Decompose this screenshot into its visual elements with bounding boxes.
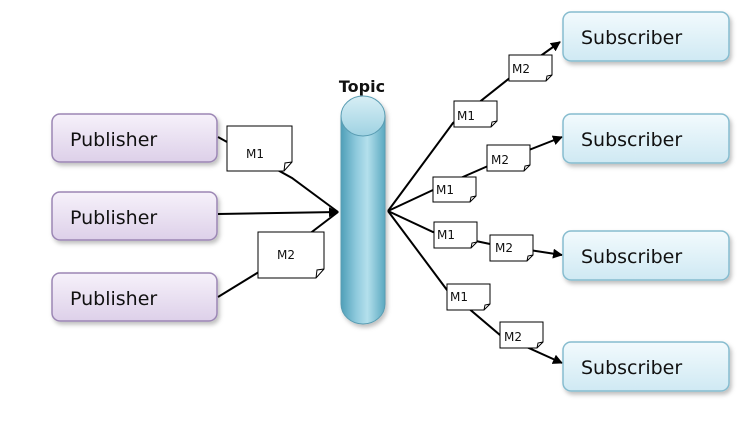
publisher-label: Publisher bbox=[70, 207, 157, 229]
subscriber-connectors bbox=[387, 41, 563, 364]
message-label: M1 bbox=[437, 228, 455, 242]
connector-subscriber-4 bbox=[387, 210, 563, 364]
message-document: M1 bbox=[453, 100, 498, 128]
subscriber-label: Subscriber bbox=[581, 246, 682, 268]
message-label: M2 bbox=[491, 153, 509, 167]
topic-cylinder bbox=[340, 95, 386, 325]
publisher-label: Publisher bbox=[70, 288, 157, 310]
subscriber-label: Subscriber bbox=[581, 27, 682, 49]
message-label: M1 bbox=[246, 147, 264, 161]
subscriber-box bbox=[562, 341, 730, 392]
subscriber-label: Subscriber bbox=[581, 357, 682, 379]
message-document: M2 bbox=[489, 234, 534, 262]
publisher-box bbox=[51, 191, 218, 241]
subscriber-label: Subscriber bbox=[581, 129, 682, 151]
message-document: M1 bbox=[226, 125, 293, 172]
message-document: M1 bbox=[446, 283, 491, 311]
subscriber-box bbox=[562, 113, 730, 164]
message-label: M2 bbox=[495, 241, 513, 255]
message-label: M2 bbox=[504, 330, 522, 344]
message-document: M1 bbox=[433, 221, 478, 249]
message-label: M1 bbox=[457, 109, 475, 123]
message-document: M2 bbox=[486, 144, 531, 172]
message-document: M2 bbox=[499, 321, 544, 349]
publisher-label: Publisher bbox=[70, 129, 157, 151]
message-document: M2 bbox=[257, 231, 325, 279]
publisher-box bbox=[51, 113, 218, 163]
publisher-box bbox=[51, 272, 218, 322]
connector-publisher-2 bbox=[217, 207, 339, 218]
subscriber-box bbox=[562, 230, 730, 281]
message-label: M2 bbox=[512, 62, 530, 76]
message-document: M1 bbox=[432, 176, 477, 203]
message-label: M2 bbox=[277, 248, 295, 262]
subscriber-box bbox=[562, 11, 730, 62]
message-label: M1 bbox=[450, 290, 468, 304]
message-document: M2 bbox=[508, 54, 553, 82]
message-label: M1 bbox=[436, 183, 454, 197]
topic-label: Topic bbox=[339, 77, 385, 96]
